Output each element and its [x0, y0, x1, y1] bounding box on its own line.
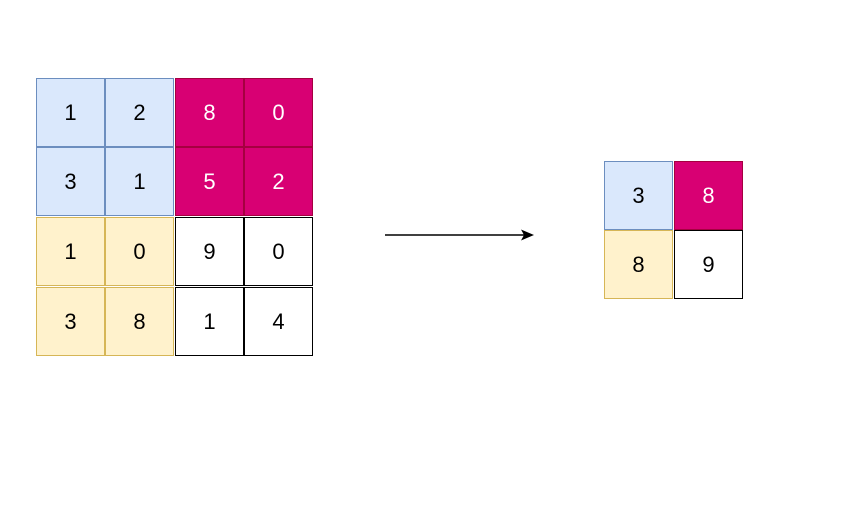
output-cell-r1-c0: 8	[604, 230, 673, 299]
input-cell-r3-c3: 4	[244, 287, 313, 356]
input-cell-r1-c0: 3	[36, 147, 105, 216]
input-cell-r3-c2: 1	[175, 287, 244, 356]
input-cell-r3-c0: 3	[36, 287, 105, 356]
input-cell-r0-c2: 8	[175, 78, 244, 147]
input-cell-r2-c1: 0	[105, 217, 174, 286]
input-cell-r1-c3: 2	[244, 147, 313, 216]
input-cell-r1-c2: 5	[175, 147, 244, 216]
input-cell-r2-c2: 9	[175, 217, 244, 286]
output-cell-r0-c1: 8	[674, 161, 743, 230]
output-cell-r0-c0: 3	[604, 161, 673, 230]
input-cell-r2-c0: 1	[36, 217, 105, 286]
input-cell-r0-c3: 0	[244, 78, 313, 147]
input-cell-r1-c1: 1	[105, 147, 174, 216]
input-cell-r0-c1: 2	[105, 78, 174, 147]
input-cell-r2-c3: 0	[244, 217, 313, 286]
output-cell-r1-c1: 9	[674, 230, 743, 299]
input-cell-r3-c1: 8	[105, 287, 174, 356]
input-cell-r0-c0: 1	[36, 78, 105, 147]
